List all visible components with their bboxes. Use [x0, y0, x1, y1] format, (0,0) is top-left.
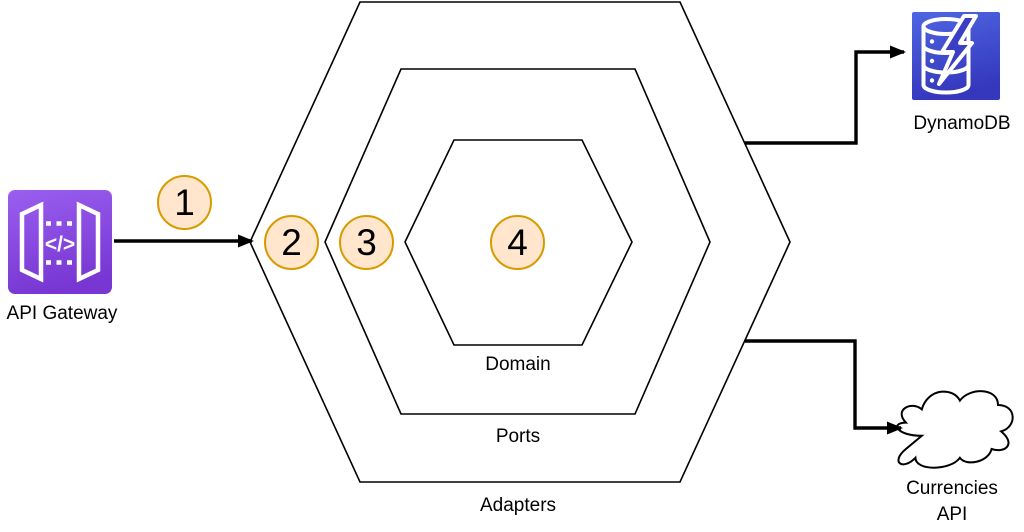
- domain-label: Domain: [485, 354, 551, 375]
- code-brackets-glyph: </>: [45, 233, 75, 256]
- currencies-api-label-line1: Currencies: [906, 478, 998, 499]
- step-badge-4: 4: [490, 215, 545, 270]
- step-badge-3: 3: [339, 215, 394, 270]
- currencies-api-label: Currencies API: [877, 476, 1024, 528]
- adapters-label: Adapters: [479, 495, 557, 516]
- lightning-bolt-icon: [937, 14, 978, 86]
- disk-dots: [929, 39, 935, 83]
- step-badge-1: 1: [157, 175, 212, 230]
- currencies-api-label-line2: API: [936, 504, 968, 525]
- cloud-icon: [896, 390, 1014, 469]
- left-gate-glyph: [19, 201, 44, 283]
- step-badge-2: 2: [264, 215, 319, 270]
- arrow-adapters-to-currencies-api: [745, 339, 903, 435]
- dynamodb-icon: [912, 12, 1000, 100]
- right-gate-glyph: [76, 201, 101, 283]
- arrow-adapters-to-dynamodb: [745, 45, 906, 145]
- dynamodb-label: DynamoDB: [913, 113, 1011, 134]
- ports-label: Ports: [495, 426, 541, 447]
- api-gateway-icon: </>: [8, 190, 112, 294]
- api-gateway-icon-background: [8, 190, 112, 294]
- api-gateway-label: API Gateway: [6, 303, 118, 324]
